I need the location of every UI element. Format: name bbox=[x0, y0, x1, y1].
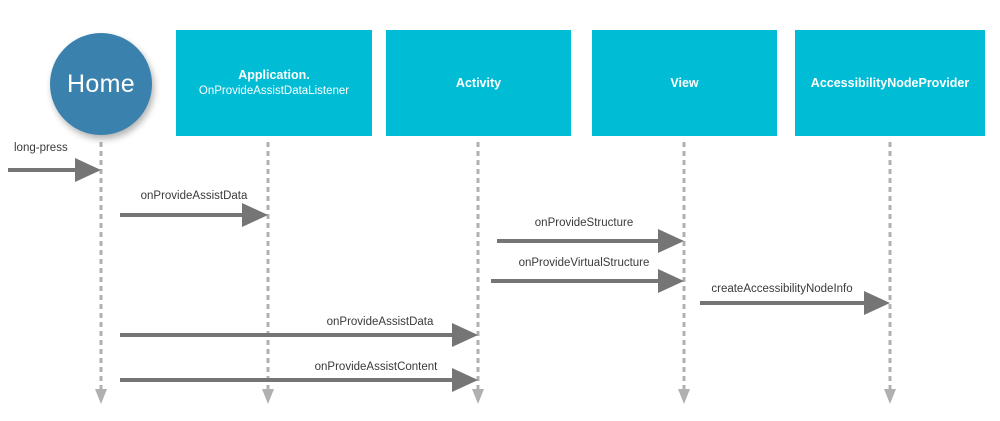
lifeline-activity bbox=[472, 142, 484, 404]
lifeline-application-listener-end-arrowhead bbox=[262, 389, 274, 404]
message-arrow-on-provide-virtual-structure-head bbox=[658, 269, 684, 293]
lifeline-accessibility-node-provider bbox=[884, 142, 896, 404]
message-arrow-on-provide-assist-data-2-head bbox=[452, 323, 478, 347]
message-arrow-on-provide-assist-data-1-head bbox=[242, 203, 268, 227]
message-arrow-on-provide-virtual-structure bbox=[491, 269, 684, 293]
lifeline-activity-end-arrowhead bbox=[472, 389, 484, 404]
participant-accessibility-node-provider: AccessibilityNodeProvider bbox=[795, 30, 985, 136]
participant-view-label: View bbox=[670, 76, 699, 90]
message-label-long-press: long-press bbox=[14, 142, 68, 154]
message-arrow-on-provide-structure-head bbox=[658, 229, 684, 253]
participant-application-listener-label-secondary: OnProvideAssistDataListener bbox=[198, 85, 350, 97]
message-arrow-long-press bbox=[8, 158, 101, 182]
actor-home: Home bbox=[50, 33, 152, 135]
lifeline-home-end-arrowhead bbox=[95, 389, 107, 404]
lifeline-application-listener bbox=[262, 142, 274, 404]
message-arrow-create-accessibility-node-info bbox=[700, 291, 890, 315]
message-label-on-provide-assist-content: onProvideAssistContent bbox=[314, 361, 438, 373]
message-arrow-on-provide-assist-content-head bbox=[452, 368, 478, 392]
message-arrow-on-provide-assist-data-1-shaft bbox=[120, 213, 242, 217]
lifeline-view bbox=[678, 142, 690, 404]
message-label-on-provide-structure: onProvideStructure bbox=[534, 217, 634, 229]
message-label-on-provide-assist-data-2: onProvideAssistData bbox=[326, 316, 434, 328]
message-arrow-on-provide-assist-content bbox=[120, 368, 478, 392]
participant-application-listener-label-primary: Application. bbox=[238, 68, 310, 83]
message-arrow-on-provide-assist-data-2 bbox=[120, 323, 478, 347]
message-arrow-on-provide-virtual-structure-shaft bbox=[491, 279, 658, 283]
message-arrow-create-accessibility-node-info-head bbox=[864, 291, 890, 315]
lifeline-home bbox=[95, 142, 107, 404]
message-arrow-on-provide-assist-data-2-shaft bbox=[120, 333, 452, 337]
participant-application-listener-label: Application. OnProvideAssistDataListener bbox=[193, 67, 355, 98]
participant-view: View bbox=[592, 30, 777, 136]
message-label-create-accessibility-node-info: createAccessibilityNodeInfo bbox=[711, 283, 853, 295]
message-arrow-on-provide-structure bbox=[497, 229, 684, 253]
message-arrow-on-provide-structure-shaft bbox=[497, 239, 658, 243]
message-arrow-on-provide-assist-content-shaft bbox=[120, 378, 452, 382]
actor-home-label: Home bbox=[67, 69, 135, 98]
participant-application-listener: Application. OnProvideAssistDataListener bbox=[176, 30, 372, 136]
message-arrow-long-press-shaft bbox=[8, 168, 75, 172]
message-label-on-provide-assist-data-1: onProvideAssistData bbox=[140, 190, 248, 202]
message-label-on-provide-virtual-structure: onProvideVirtualStructure bbox=[518, 257, 650, 269]
lifeline-view-end-arrowhead bbox=[678, 389, 690, 404]
participant-accessibility-node-provider-label: AccessibilityNodeProvider bbox=[810, 76, 970, 90]
participant-activity-label: Activity bbox=[455, 76, 502, 90]
lifeline-accessibility-node-provider-end-arrowhead bbox=[884, 389, 896, 404]
message-arrow-long-press-head bbox=[75, 158, 101, 182]
message-arrow-create-accessibility-node-info-shaft bbox=[700, 301, 864, 305]
message-arrow-on-provide-assist-data-1 bbox=[120, 203, 268, 227]
participant-activity: Activity bbox=[386, 30, 571, 136]
